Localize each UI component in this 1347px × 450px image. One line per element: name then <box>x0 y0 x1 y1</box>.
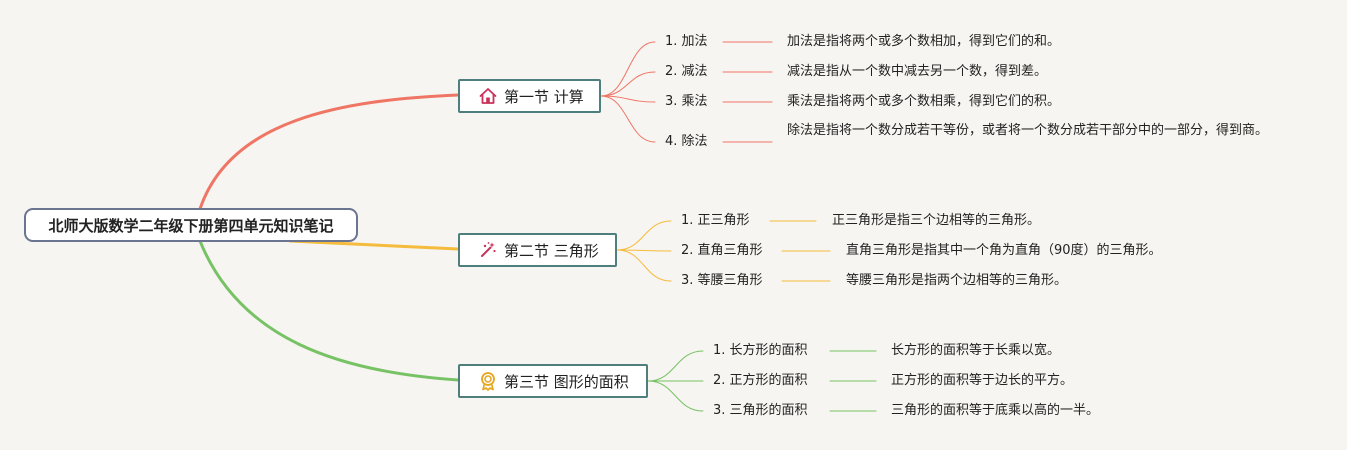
topic-triangle-area[interactable]: 3. 三角形的面积 <box>713 403 808 418</box>
topic-equilateral-triangle[interactable]: 1. 正三角形 <box>681 213 750 228</box>
connector-section-1-topic-4 <box>600 95 656 143</box>
section-node-calculation[interactable]: 第一节 计算 <box>458 79 601 113</box>
topic-division[interactable]: 4. 除法 <box>665 134 708 149</box>
section-node-area[interactable]: 第三节 图形的面积 <box>458 364 648 398</box>
desc-addition: 加法是指将两个或多个数相加，得到它们的和。 <box>787 34 1061 49</box>
connector-root-section-3 <box>198 239 460 382</box>
topic-isosceles-triangle[interactable]: 3. 等腰三角形 <box>681 273 763 288</box>
connector-section-2-topic-1 <box>616 220 672 251</box>
root-node[interactable]: 北师大版数学二年级下册第四单元知识笔记 <box>24 208 358 242</box>
desc-isosceles-triangle: 等腰三角形是指两个边相等的三角形。 <box>846 273 1068 288</box>
topic-addition[interactable]: 1. 加法 <box>665 34 708 49</box>
connector-section-1-topic-1 <box>600 41 656 97</box>
desc-rectangle-area: 长方形的面积等于长乘以宽。 <box>891 343 1061 358</box>
desc-triangle-area: 三角形的面积等于底乘以高的一半。 <box>891 403 1100 418</box>
connector-section-2-topic-2 <box>616 249 672 252</box>
topic-multiplication[interactable]: 3. 乘法 <box>665 94 708 109</box>
root-title: 北师大版数学二年级下册第四单元知识笔记 <box>48 216 334 235</box>
connector-section-1-topic-3 <box>600 95 656 103</box>
section-title: 第二节 三角形 <box>504 241 599 260</box>
house-icon <box>478 86 498 106</box>
topic-rectangle-area[interactable]: 1. 长方形的面积 <box>713 343 808 358</box>
magic-wand-icon <box>478 240 498 260</box>
topic-right-triangle[interactable]: 2. 直角三角形 <box>681 243 763 258</box>
desc-subtraction: 减法是指从一个数中减去另一个数，得到差。 <box>787 64 1048 79</box>
connector-root-section-1 <box>198 93 460 211</box>
desc-multiplication: 乘法是指将两个或多个数相乘，得到它们的积。 <box>787 94 1061 109</box>
connector-section-3-topic-3 <box>647 380 704 412</box>
connector-root-section-2 <box>288 239 460 251</box>
connector-section-2-topic-3 <box>616 249 672 282</box>
topic-square-area[interactable]: 2. 正方形的面积 <box>713 373 808 388</box>
award-badge-icon <box>478 371 498 391</box>
desc-equilateral-triangle: 正三角形是指三个边相等的三角形。 <box>832 213 1041 228</box>
section-node-triangle[interactable]: 第二节 三角形 <box>458 233 617 267</box>
topic-subtraction[interactable]: 2. 减法 <box>665 64 708 79</box>
connector-section-3-topic-1 <box>647 350 704 382</box>
connector-section-1-topic-2 <box>600 71 656 97</box>
section-title: 第一节 计算 <box>504 87 584 106</box>
section-title: 第三节 图形的面积 <box>504 372 629 391</box>
desc-division: 除法是指将一个数分成若干等份，或者将一个数分成若干部分中的一部分，得到商。 <box>787 123 1269 138</box>
desc-square-area: 正方形的面积等于边长的平方。 <box>891 373 1074 388</box>
desc-right-triangle: 直角三角形是指其中一个角为直角（90度）的三角形。 <box>846 243 1162 258</box>
